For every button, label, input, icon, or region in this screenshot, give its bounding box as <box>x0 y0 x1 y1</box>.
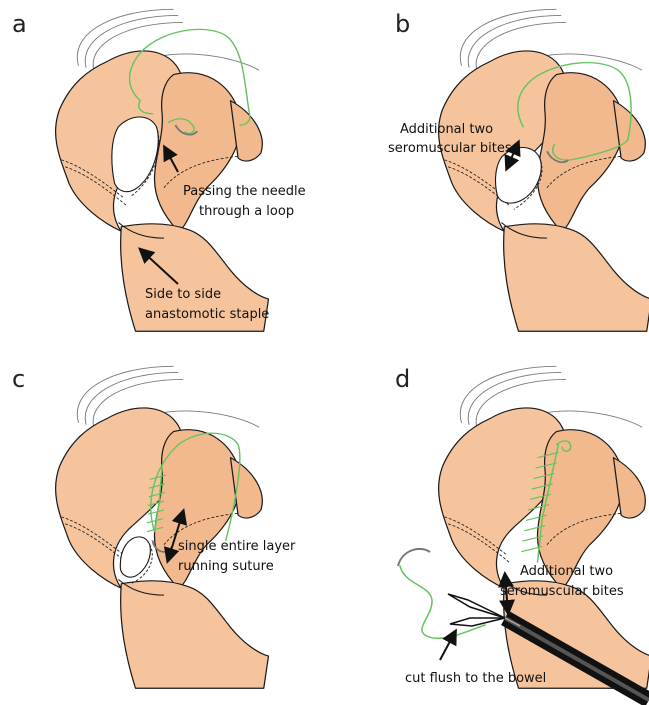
needle-icon <box>398 549 430 566</box>
annotation-b-1: Additional two <box>400 122 493 137</box>
annotation-a-1: Passing the needle <box>183 184 306 199</box>
annotation-b-2: seromuscular bites <box>388 141 512 156</box>
panel-label-b: b <box>395 10 410 38</box>
annotation-c-2: running suture <box>178 559 274 574</box>
annotation-d-3: cut flush to the bowel <box>405 671 546 686</box>
panel-label-d: d <box>395 365 410 393</box>
panel-c: c single entire layer running suture <box>12 365 296 688</box>
annotation-a-2: through a loop <box>199 204 294 219</box>
panel-d: d <box>395 365 649 700</box>
panel-b: b Additional two seromuscular bites <box>388 9 649 331</box>
annotation-a-3: Side to side <box>145 287 221 302</box>
panel-label-c: c <box>12 365 25 393</box>
annotation-c-1: single entire layer <box>178 539 296 554</box>
panel-a: a Passing the needle through a loop Side… <box>12 9 306 331</box>
panel-label-a: a <box>12 10 27 38</box>
annotation-a-4: anastomotic staple <box>145 307 269 322</box>
annotation-d-1: Additional two <box>520 564 613 579</box>
annotation-d-2: seromuscular bites <box>500 584 624 599</box>
